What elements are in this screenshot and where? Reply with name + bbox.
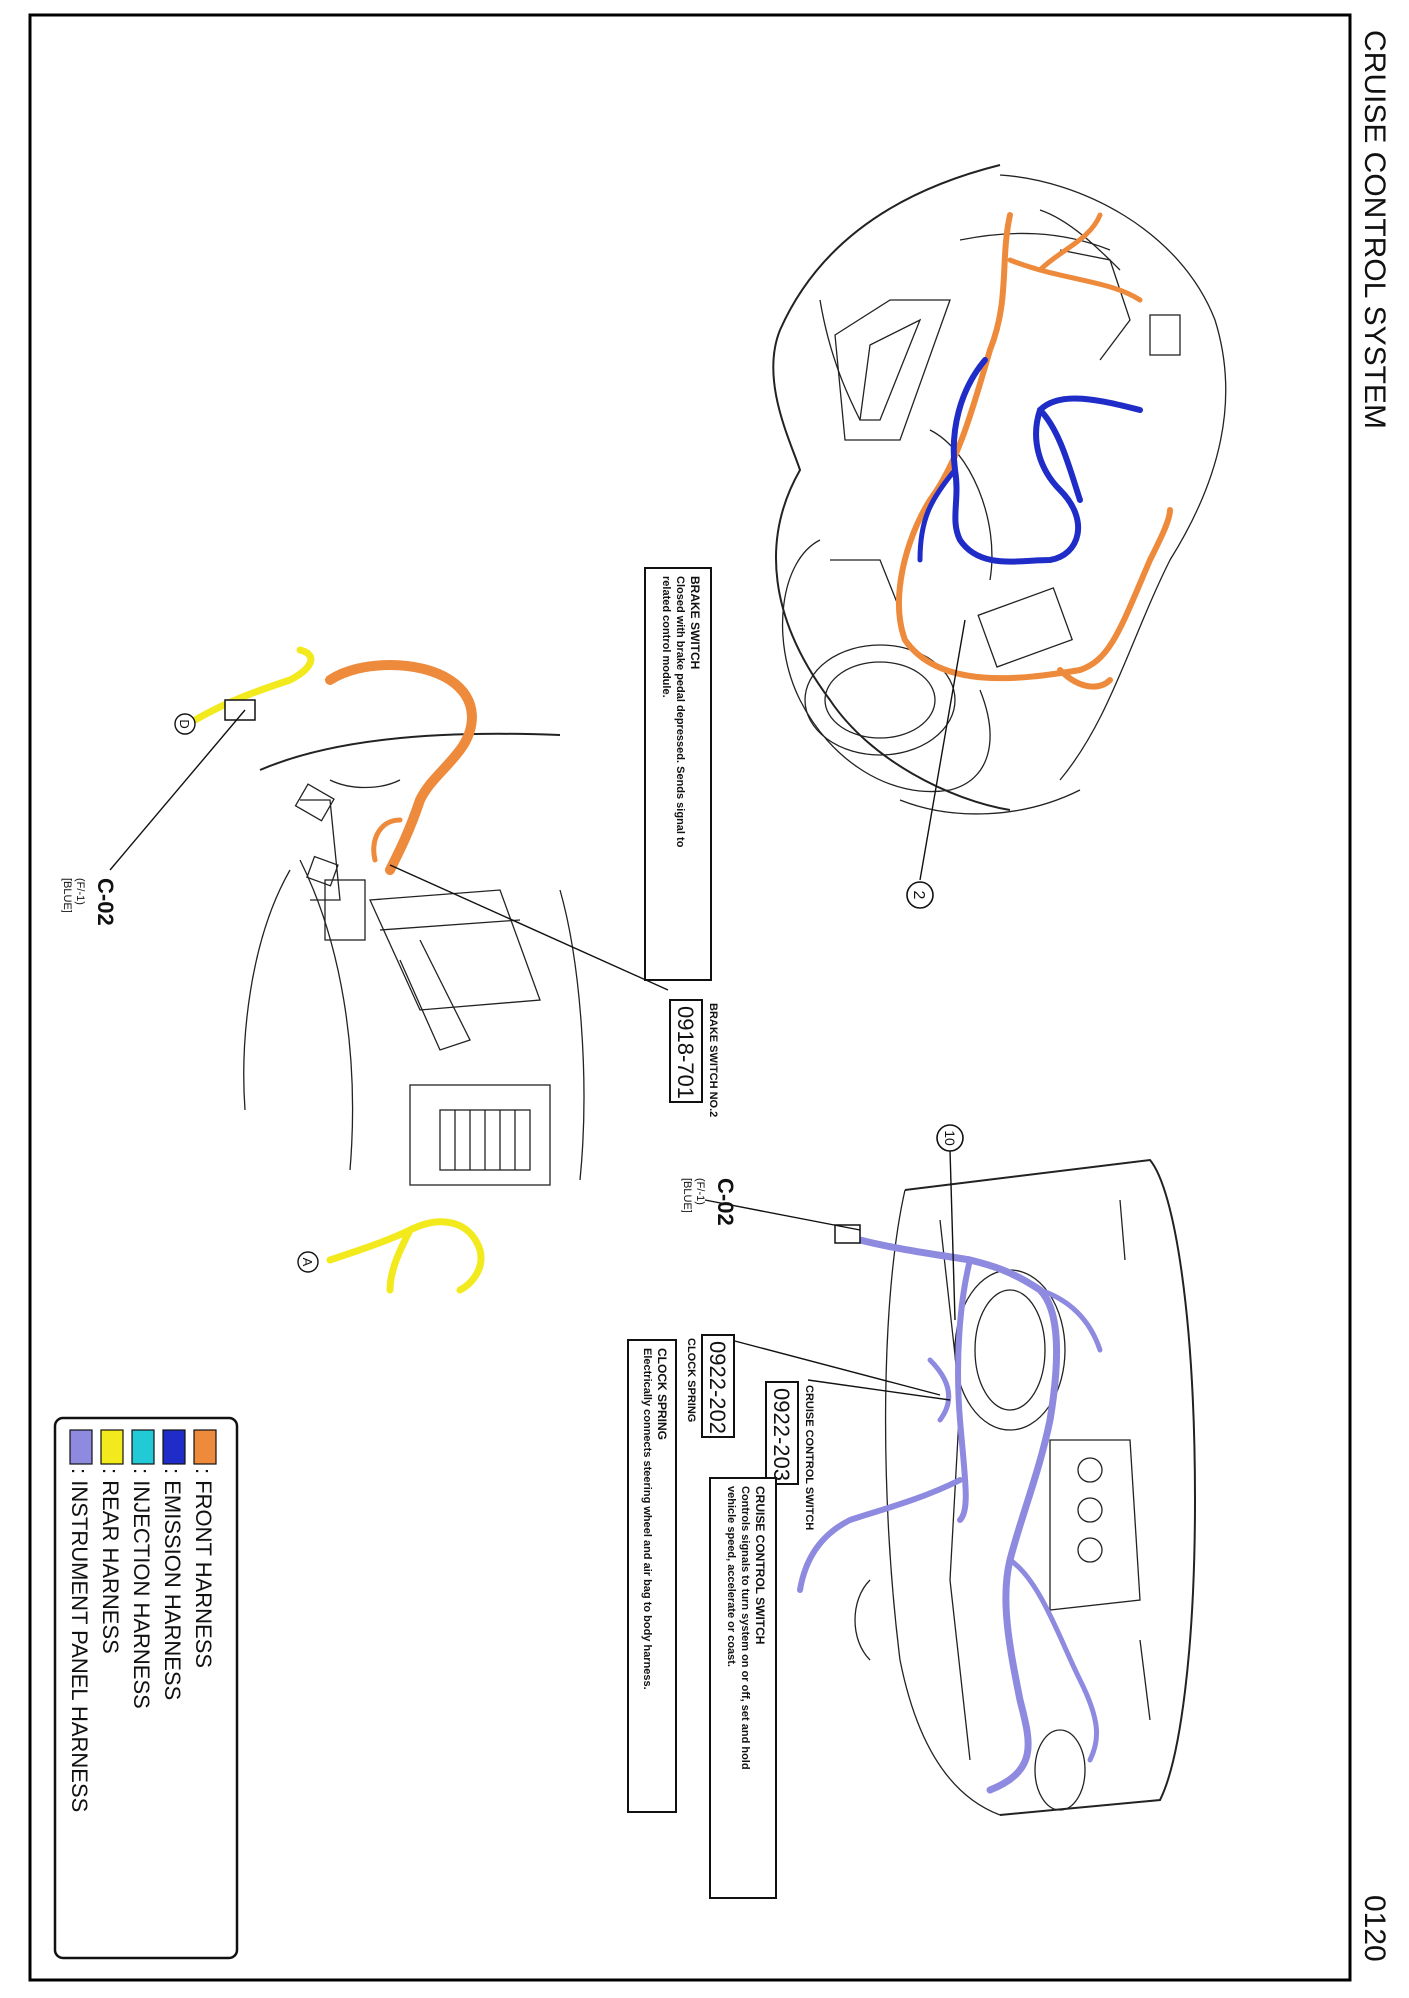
leader-c02-right	[704, 1199, 861, 1231]
cruise-control-switch-code: 0922-203	[769, 1388, 794, 1481]
pedal-rear-harness	[191, 646, 485, 1294]
engine-front-harness	[896, 212, 1173, 690]
connector-c02-left: C-02 (F/-1) [BLUE]	[61, 878, 118, 926]
engine-bay-drawing	[772, 164, 1227, 815]
leader-cruise-switch	[807, 1379, 951, 1401]
connector-c02-left-pins: (F/-1)	[74, 878, 86, 905]
emission-harness-route-1	[950, 357, 1143, 565]
legend-swatch-instrument-panel	[69, 1429, 93, 1465]
callout-cruise-control-switch-line2: vehicle speed, accelerate or coast.	[725, 1486, 737, 1667]
emission-harness-route-3	[917, 467, 958, 563]
brake-switch-no2-label: BRAKE SWITCH NO.2	[707, 1003, 719, 1117]
ip-harness-branch-3	[1007, 1557, 1100, 1763]
callout-clock-spring: CLOCK SPRING Electrically connects steer…	[627, 1339, 677, 1813]
callout-clock-spring-line1: Electrically connects steering wheel and…	[641, 1348, 653, 1690]
harness-legend: : FRONT HARNESS: EMISSION HARNESS: INJEC…	[53, 1416, 239, 1960]
legend-swatch-front	[193, 1429, 217, 1465]
connector-c02-right: C-02 (F/-1) [BLUE]	[681, 1178, 738, 1226]
rear-harness-route-bottom-2	[386, 1226, 414, 1294]
legend-swatch-injection	[131, 1429, 155, 1465]
connector-c02-left-code: C-02	[93, 878, 118, 926]
rear-harness-route-bottom	[326, 1218, 485, 1294]
brake-switch-no2-code: 0918-701	[673, 1006, 698, 1099]
callout-cruise-control-switch: CRUISE CONTROL SWITCH Controls signals t…	[709, 1477, 777, 1899]
callout-clock-spring-title: CLOCK SPRING	[655, 1348, 669, 1440]
callout-cruise-control-switch-line1: Controls signals to turn system on or of…	[739, 1486, 751, 1770]
component-cruise-control-switch: CRUISE CONTROL SWITCH 0922-203	[765, 1381, 815, 1530]
page-number: 0120	[1358, 1895, 1391, 1962]
callout-brake-switch-title: BRAKE SWITCH	[688, 576, 702, 669]
clock-spring-code-box	[701, 1334, 735, 1438]
ip-harness-branch-4	[1037, 1287, 1103, 1353]
callout-cruise-control-switch-title: CRUISE CONTROL SWITCH	[753, 1486, 767, 1644]
front-harness-route-pedal	[325, 660, 477, 875]
ip-harness-branch-2	[797, 1477, 963, 1593]
pedal-front-harness	[325, 660, 477, 875]
callout-clock-spring-frame	[627, 1339, 677, 1813]
connector-c02-right-pins: (F/-1)	[694, 1178, 706, 1205]
legend-label-front: : FRONT HARNESS	[191, 1468, 216, 1668]
callout-brake-switch-line2: related control module.	[660, 576, 672, 698]
front-harness-route-3	[1037, 212, 1103, 273]
marker-10: 10	[936, 1124, 964, 1152]
ip-harness-branch-1	[955, 1257, 973, 1523]
connector-c02-right-code: C-02	[713, 1178, 738, 1226]
front-harness-branch	[371, 817, 403, 863]
front-harness-route-1	[896, 212, 1173, 682]
leader-marker-10	[949, 1149, 956, 1321]
component-clock-spring: 0922-202 CLOCK SPRING	[685, 1334, 735, 1438]
brake-switch-no2-code-box	[669, 999, 703, 1103]
legend-label-emission: : EMISSION HARNESS	[160, 1468, 185, 1700]
leader-marker-2	[919, 619, 966, 881]
rear-harness-route-top	[191, 646, 315, 724]
marker-a: A	[297, 1251, 319, 1273]
cruise-control-switch-label: CRUISE CONTROL SWITCH	[803, 1385, 815, 1530]
component-brake-switch-no2: BRAKE SWITCH NO.2 0918-701	[669, 999, 719, 1117]
callout-brake-switch: BRAKE SWITCH Closed with brake pedal dep…	[644, 567, 712, 981]
marker-2: 2	[906, 881, 934, 909]
connector-c02-right-color: [BLUE]	[681, 1178, 693, 1213]
legend-label-injection: : INJECTION HARNESS	[129, 1468, 154, 1709]
clock-spring-label: CLOCK SPRING	[685, 1338, 697, 1422]
page-title: CRUISE CONTROL SYSTEM	[1358, 30, 1391, 429]
marker-d: D	[174, 713, 196, 735]
front-harness-route-2	[1007, 257, 1143, 303]
legend-frame	[53, 1416, 239, 1960]
connector-c02-left-body	[224, 699, 256, 721]
pedal-area-drawing	[243, 732, 585, 1186]
callout-brake-switch-line1: Closed with brake pedal depressed. Sends…	[674, 576, 686, 848]
clock-spring-code: 0922-202	[705, 1341, 730, 1434]
leader-clock-spring	[711, 1334, 941, 1396]
cruise-control-switch-code-box	[765, 1381, 799, 1485]
legend-label-rear: : REAR HARNESS	[98, 1468, 123, 1654]
marker-a-label: A	[300, 1258, 315, 1267]
page-frame	[28, 13, 1352, 1982]
callout-cruise-control-switch-frame	[709, 1477, 777, 1899]
marker-2-label: 2	[910, 891, 927, 900]
emission-harness-route-2	[1037, 407, 1083, 503]
leader-c02-left	[109, 709, 246, 871]
ip-harness-branch-5	[927, 1357, 952, 1423]
instrument-panel-harness	[797, 1236, 1103, 1794]
legend-swatch-emission	[162, 1429, 186, 1465]
marker-10-label: 10	[942, 1130, 958, 1146]
front-harness-route-4	[1057, 667, 1113, 690]
callout-brake-switch-frame	[644, 567, 712, 981]
leader-brake-switch	[389, 864, 669, 991]
connector-c02-left-color: [BLUE]	[61, 878, 73, 913]
legend-label-instrument-panel: : INSTRUMENT PANEL HARNESS	[67, 1468, 92, 1812]
engine-emission-harness	[917, 357, 1143, 565]
marker-d-label: D	[177, 719, 192, 728]
legend-swatch-rear	[100, 1429, 124, 1465]
